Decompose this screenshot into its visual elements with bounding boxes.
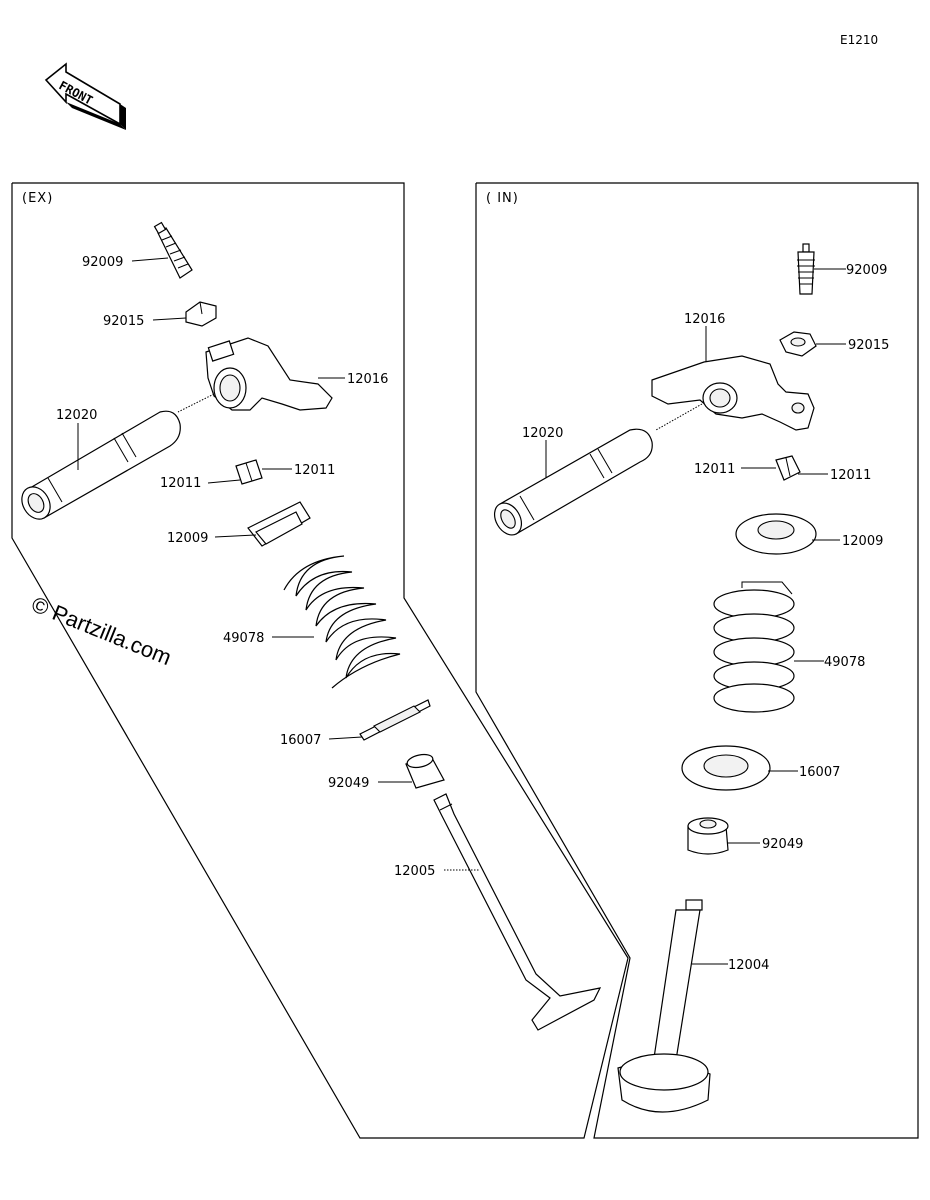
rocker-arm-icon: [651, 355, 815, 431]
in-label-12011-left: 12011: [694, 462, 735, 477]
ex-label-12011-right: 12011: [294, 463, 335, 478]
lock-nut-icon: [185, 301, 217, 327]
spring-seat-icon: [681, 745, 771, 791]
ex-label-92049: 92049: [328, 776, 369, 791]
intake-panel: ( IN) 92009 92015 12016: [475, 182, 919, 1139]
adjusting-screw-icon: [797, 243, 815, 295]
valve-cotter-icon: [235, 459, 263, 485]
intake-panel-frame: [475, 182, 919, 1139]
in-label-92015: 92015: [848, 338, 889, 353]
ex-label-12011-left: 12011: [160, 476, 201, 491]
valve-spring-icon: [283, 555, 401, 689]
oil-seal-icon: [405, 753, 445, 789]
exhaust-panel: (EX) 92009 92015 12016: [11, 182, 629, 1139]
in-label-12004: 12004: [728, 958, 769, 973]
intake-valve-icon: [617, 899, 711, 1113]
in-label-16007: 16007: [799, 765, 840, 780]
diagram-code: E1210: [840, 33, 878, 47]
front-arrow-icon: FRONT: [44, 62, 126, 130]
valve-cotter-icon: [775, 455, 801, 481]
in-label-12009: 12009: [842, 534, 883, 549]
adjusting-screw-icon: [153, 221, 193, 279]
spring-retainer-icon: [247, 501, 311, 547]
in-label-12011-right: 12011: [830, 468, 871, 483]
ex-label-49078: 49078: [223, 631, 264, 646]
exhaust-panel-frame: [11, 182, 629, 1139]
rocker-shaft-icon: [21, 410, 181, 520]
valve-spring-icon: [713, 581, 795, 713]
spring-retainer-icon: [735, 513, 817, 555]
ex-label-92009: 92009: [82, 255, 123, 270]
exhaust-panel-title: (EX): [22, 191, 53, 206]
in-label-92049: 92049: [762, 837, 803, 852]
ex-label-12016: 12016: [347, 372, 388, 387]
rocker-arm-icon: [205, 337, 333, 411]
ex-label-12005: 12005: [394, 864, 435, 879]
ex-label-12020: 12020: [56, 408, 97, 423]
lock-nut-icon: [779, 331, 817, 357]
in-label-92009: 92009: [846, 263, 887, 278]
ex-label-12009: 12009: [167, 531, 208, 546]
in-label-12020: 12020: [522, 426, 563, 441]
in-label-49078: 49078: [824, 655, 865, 670]
spring-seat-icon: [359, 699, 431, 741]
exhaust-valve-icon: [433, 793, 602, 1031]
ex-label-16007: 16007: [280, 733, 321, 748]
in-label-12016: 12016: [684, 312, 725, 327]
intake-panel-title: ( IN): [486, 191, 519, 206]
oil-seal-icon: [687, 817, 729, 855]
rocker-shaft-icon: [493, 428, 653, 536]
ex-label-92015: 92015: [103, 314, 144, 329]
